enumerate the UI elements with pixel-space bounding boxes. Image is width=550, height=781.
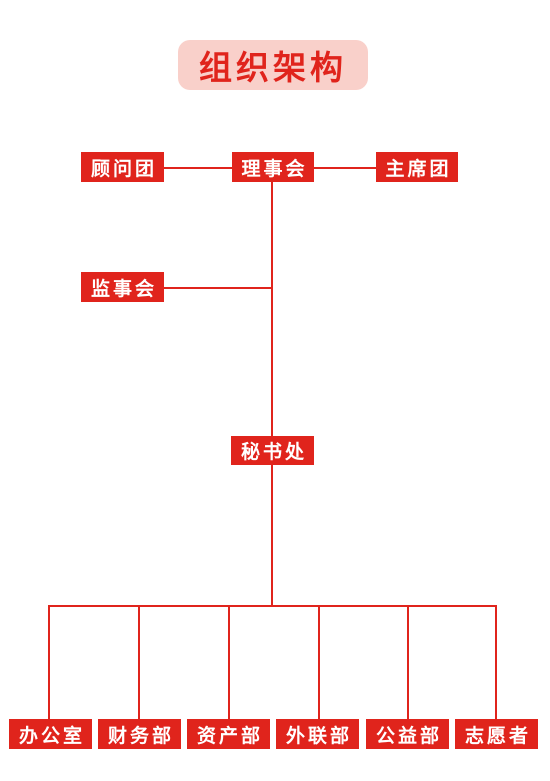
drop-line-external [318,605,320,719]
connector-advisory-council [164,167,232,169]
node-council: 理事会 [232,152,314,182]
drop-line-finance [138,605,140,719]
node-secretariat: 秘书处 [231,436,314,465]
department-assets: 资产部 [187,719,270,749]
connector-secretariat-departments [271,465,273,606]
drop-line-assets [228,605,230,719]
connector-supervisory [164,287,272,289]
drop-line-volunteers [495,605,497,719]
department-office: 办公室 [9,719,92,749]
department-bus-line [48,605,496,607]
department-charity: 公益部 [366,719,449,749]
node-advisory: 顾问团 [81,152,164,182]
connector-council-secretariat [271,182,273,436]
drop-line-charity [407,605,409,719]
node-supervisory: 监事会 [81,272,164,302]
drop-line-office [48,605,50,719]
department-volunteers: 志愿者 [455,719,538,749]
department-finance: 财务部 [98,719,181,749]
department-external: 外联部 [276,719,359,749]
page-title: 组织架构 [178,40,368,90]
connector-council-presidium [314,167,376,169]
node-presidium: 主席团 [376,152,458,182]
